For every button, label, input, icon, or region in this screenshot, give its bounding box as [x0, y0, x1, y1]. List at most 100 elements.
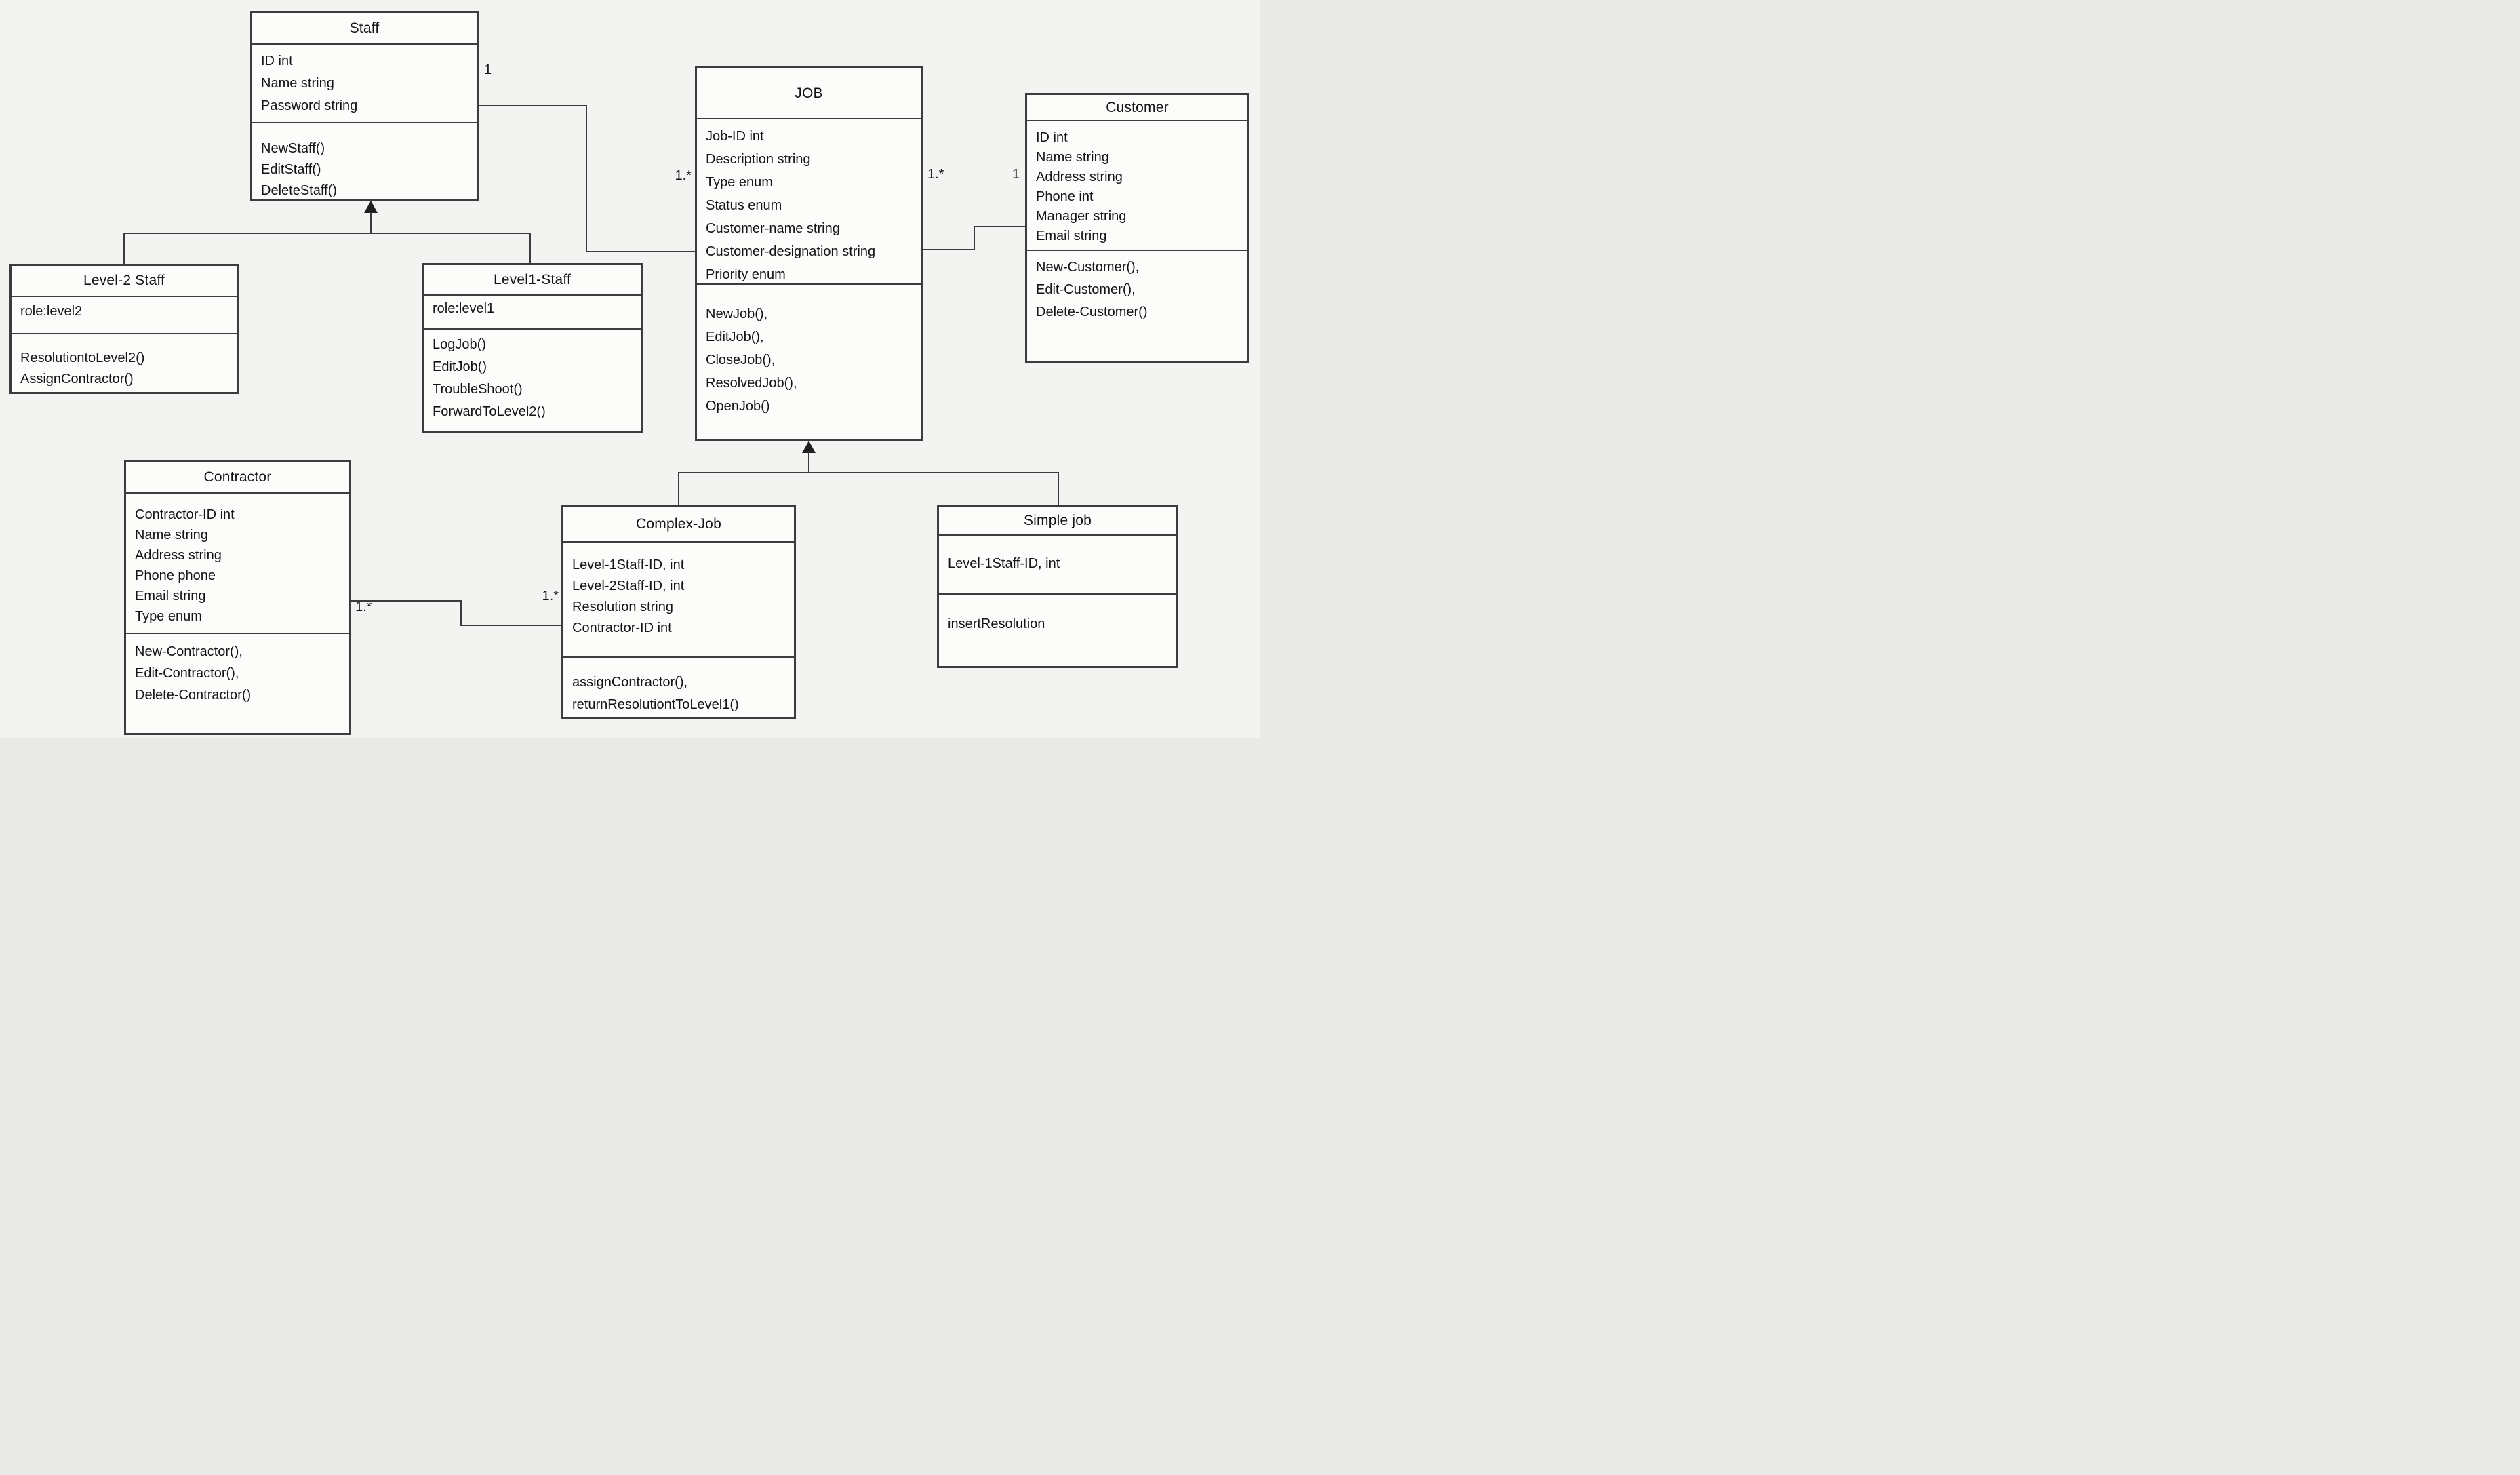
class-staff-title: Staff [349, 20, 380, 36]
member-line: NewJob(), [706, 307, 768, 321]
member-line: Password string [261, 98, 358, 113]
generalization-job-riser-simple [1058, 472, 1059, 505]
member-line: Delete-Customer() [1036, 304, 1148, 319]
member-line: Address string [1036, 170, 1123, 184]
member-line: ID int [261, 54, 293, 68]
class-level1-staff-title: Level1-Staff [493, 271, 572, 288]
member-line: New-Contractor(), [135, 644, 243, 659]
member-line: EditJob() [433, 359, 487, 374]
association-contractor-complex-segment-1 [350, 600, 462, 602]
member-line: returnResolutiontToLevel1() [572, 697, 739, 712]
member-line: assignContractor(), [572, 675, 688, 690]
class-level1-staff-attributes: role:level1 [424, 294, 641, 328]
association-job-customer-segment-3 [974, 226, 1026, 227]
member-line: Edit-Contractor(), [135, 666, 239, 681]
member-line: Name string [261, 76, 334, 91]
multiplicity-job-end-left: 1.* [675, 168, 692, 183]
class-level2-staff-title: Level-2 Staff [83, 273, 165, 288]
class-level2-staff-methods: ResolutiontoLevel2()AssignContractor() [12, 333, 237, 392]
generalization-arrowhead-job-icon [802, 441, 816, 453]
generalization-arrowhead-staff-icon [364, 201, 378, 213]
member-line: role:level1 [433, 301, 495, 316]
member-line: Level-1Staff-ID, int [572, 557, 685, 572]
class-complex-job-title: Complex-Job [636, 515, 721, 532]
class-simple-job-title: Simple job [1023, 512, 1092, 528]
multiplicity-job-end-right: 1.* [927, 167, 944, 182]
member-line: ResolutiontoLevel2() [20, 351, 145, 366]
member-line: CloseJob(), [706, 353, 776, 368]
member-line: Email string [1036, 229, 1107, 243]
member-line: Edit-Customer(), [1036, 282, 1136, 297]
class-job-title: JOB [795, 85, 823, 101]
member-line: Type enum [135, 609, 202, 624]
member-line: Type enum [706, 175, 773, 190]
member-line: OpenJob() [706, 399, 770, 414]
member-line: Delete-Contractor() [135, 688, 252, 703]
class-simple-job-attributes: Level-1Staff-ID, int [939, 534, 1176, 593]
member-line: Contractor-ID int [135, 507, 235, 522]
multiplicity-customer-end: 1 [1012, 167, 1020, 182]
member-line: EditJob(), [706, 330, 764, 345]
class-level1-staff: Level1-Staff role:level1 LogJob() EditJob… [422, 263, 643, 433]
member-line: Name string [1036, 150, 1109, 165]
member-line: Phone phone [135, 568, 216, 583]
class-simple-job: Simple job Level-1Staff-ID, int insertRe… [937, 505, 1178, 668]
association-staff-job-segment-2 [586, 105, 587, 252]
class-contractor-methods: New-Contractor(), Edit-Contractor(), Delet… [126, 633, 349, 733]
member-line: role:level2 [20, 304, 83, 319]
member-line: Job-ID int [706, 129, 764, 144]
member-line: Description string [706, 152, 811, 167]
member-line: Name string [135, 528, 208, 543]
member-line: ID int [1036, 130, 1068, 145]
generalization-job-bus [678, 472, 1059, 473]
member-line: Status enum [706, 198, 782, 213]
member-line: TroubleShoot() [433, 382, 523, 397]
member-line: Priority enum [706, 267, 786, 282]
multiplicity-staff-end: 1 [484, 62, 492, 77]
member-line: LogJob() [433, 337, 486, 352]
class-simple-job-methods: insertResolution [939, 593, 1176, 666]
member-line: Resolution string [572, 599, 673, 614]
class-complex-job-methods: assignContractor(), returnResolutiontToLe… [563, 656, 794, 717]
class-job-methods: NewJob(), EditJob(), CloseJob(), ResolvedJo… [697, 283, 921, 439]
association-job-customer-segment-1 [921, 249, 975, 250]
class-staff-methods: NewStaff()EditStaff()DeleteStaff() [252, 122, 477, 199]
generalization-staff-bus [123, 233, 531, 234]
class-contractor-title: Contractor [203, 469, 272, 485]
class-level1-staff-methods: LogJob()EditJob()TroubleShoot()ForwardTo… [424, 328, 641, 431]
association-contractor-complex-segment-2 [460, 600, 462, 626]
generalization-job-riser-complex [678, 472, 679, 505]
member-line: EditStaff() [261, 162, 321, 177]
association-job-customer-segment-2 [974, 226, 975, 250]
association-staff-job-segment-1 [477, 105, 587, 106]
class-level2-staff: Level-2 Staff role:level2 ResolutiontoLe… [9, 264, 239, 394]
class-customer-title: Customer [1106, 99, 1169, 115]
class-customer-methods: New-Customer(), Edit-Customer(), Delete-Cu… [1027, 250, 1247, 361]
member-line: Level-2Staff-ID, int [572, 578, 685, 593]
member-line: Address string [135, 548, 222, 563]
member-line: Email string [135, 589, 206, 604]
member-line: DeleteStaff() [261, 183, 337, 198]
multiplicity-complex-job-end: 1.* [542, 589, 559, 604]
generalization-job-stem [808, 452, 809, 473]
member-line: Phone int [1036, 189, 1094, 204]
multiplicity-contractor-end: 1.* [355, 599, 372, 614]
class-level2-staff-attributes: role:level2 [12, 296, 237, 333]
member-line: Level-1Staff-ID, int [948, 556, 1060, 571]
member-line: ResolvedJob(), [706, 376, 797, 391]
generalization-staff-stem [370, 212, 372, 234]
member-line: Customer-name string [706, 221, 840, 236]
member-line: New-Customer(), [1036, 260, 1140, 275]
generalization-staff-riser-level2 [123, 233, 125, 264]
member-line: Manager string [1036, 209, 1127, 224]
